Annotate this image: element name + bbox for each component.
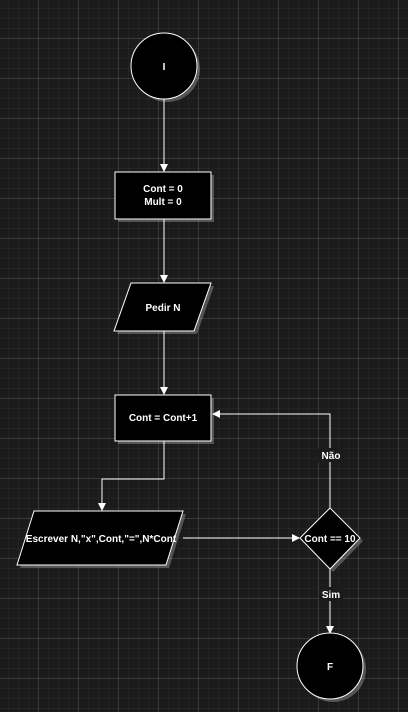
edge-decision-no-to-increment[interactable]: [212, 410, 331, 508]
svg-text:Sim: Sim: [322, 590, 340, 601]
init-line-2: Mult = 0: [144, 197, 182, 208]
init-process-node[interactable]: Cont = 0 Mult = 0: [114, 171, 214, 222]
increment-process-node[interactable]: Cont = Cont+1: [114, 394, 214, 444]
edge-increment-to-output[interactable]: [98, 441, 165, 511]
init-line-1: Cont = 0: [143, 184, 183, 195]
start-node[interactable]: I: [130, 32, 200, 102]
edge-input-to-increment[interactable]: [160, 331, 168, 395]
end-node[interactable]: F: [296, 632, 366, 702]
svg-text:Não: Não: [322, 451, 341, 462]
output-node-label: Escrever N,"x",Cont,"=",N*Cont: [26, 534, 177, 545]
decision-node-label: Cont == 10: [304, 534, 356, 545]
increment-node-label: Cont = Cont+1: [129, 413, 198, 424]
edge-label-no: Não: [318, 448, 343, 462]
output-node[interactable]: Escrever N,"x",Cont,"=",N*Cont: [16, 510, 186, 568]
input-node[interactable]: Pedir N: [113, 282, 214, 334]
edge-init-to-input[interactable]: [160, 219, 168, 283]
edge-label-yes: Sim: [319, 587, 343, 601]
end-node-label: F: [327, 662, 333, 673]
start-node-label: I: [163, 62, 166, 73]
decision-node[interactable]: Cont == 10: [299, 507, 363, 572]
edge-start-to-init[interactable]: [160, 99, 168, 172]
input-node-label: Pedir N: [145, 303, 180, 314]
edge-decision-yes-to-end[interactable]: [326, 569, 334, 634]
edge-output-to-decision[interactable]: [183, 534, 300, 542]
